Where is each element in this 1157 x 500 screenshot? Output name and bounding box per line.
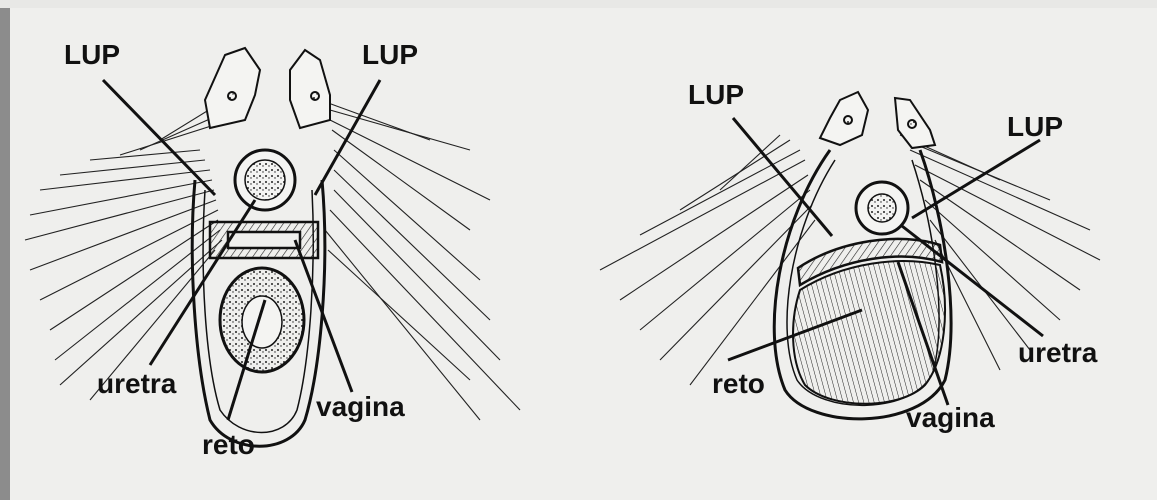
left-fig-label-reto: reto — [202, 429, 255, 460]
right-fig-pubic-bones — [820, 92, 935, 148]
left-fig-label-vagina: vagina — [316, 391, 405, 422]
right-fig-urethra — [856, 182, 908, 234]
left-fig-muscle-right — [320, 100, 520, 420]
left-fig-label-lup-left: LUP — [64, 39, 120, 70]
left-fig-label-uretra: uretra — [97, 368, 177, 399]
right-fig-label-lup-left: LUP — [688, 79, 744, 110]
right-fig-label-lup-right: LUP — [1007, 111, 1063, 142]
right-fig-label-vagina: vagina — [906, 402, 995, 433]
left-fig-urethra — [235, 150, 295, 210]
left-fig-label-lup-right: LUP — [362, 39, 418, 70]
left-fig-vagina — [210, 222, 318, 258]
left-figure: LUP LUP uretra vagina reto — [25, 39, 520, 460]
left-fig-rectum — [220, 268, 304, 372]
left-fig-pubic-bones — [205, 48, 330, 128]
right-fig-label-reto: reto — [712, 368, 765, 399]
right-figure: LUP LUP uretra reto vagina — [600, 79, 1100, 433]
right-fig-label-uretra: uretra — [1018, 337, 1098, 368]
